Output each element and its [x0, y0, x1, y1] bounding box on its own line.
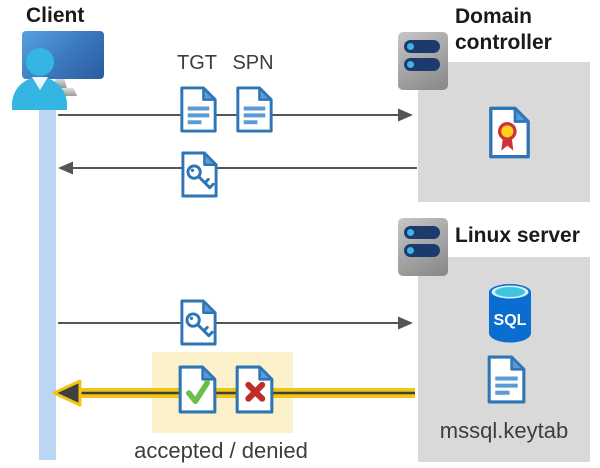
request-arrow-tgt-spn: [58, 108, 413, 122]
domain-controller-title: Domain controller: [455, 5, 552, 54]
drive-led-icon: [407, 61, 414, 68]
server-drive-slot: [404, 40, 440, 53]
spn-label: SPN: [232, 52, 274, 74]
monitor-stand: [53, 79, 67, 89]
spn-document-icon: [236, 86, 273, 133]
keytab-filename-label: mssql.keytab: [439, 418, 569, 443]
accepted-document-icon: [178, 365, 217, 414]
sql-icon-label: SQL: [494, 312, 527, 329]
drive-led-icon: [407, 247, 414, 254]
request-arrow-service-ticket: [58, 316, 413, 330]
accepted-denied-label: accepted / denied: [134, 438, 308, 463]
certificate-icon: [489, 106, 530, 159]
server-drive-slot: [404, 58, 440, 71]
server-drive-slot: [404, 244, 440, 257]
client-lifeline: [39, 95, 56, 460]
drive-led-icon: [407, 43, 414, 50]
denied-document-icon: [235, 365, 274, 414]
keytab-document-icon: [487, 355, 526, 404]
drive-led-icon: [407, 229, 414, 236]
service-ticket-key-icon: [180, 299, 217, 346]
sql-database-icon: SQL: [489, 284, 531, 343]
response-arrow-ticket: [58, 161, 417, 175]
client-icon: [8, 28, 108, 110]
user-head-icon: [26, 48, 54, 76]
server-drive-slot: [404, 226, 440, 239]
tgt-document-icon: [180, 86, 217, 133]
linux-server-icon: [398, 218, 448, 276]
user-collar: [32, 77, 48, 90]
linux-server-title: Linux server: [455, 224, 580, 247]
domain-controller-server-icon: [398, 32, 448, 90]
tgt-label: TGT: [177, 52, 217, 74]
client-title: Client: [26, 4, 85, 27]
key-ticket-icon: [181, 151, 218, 198]
